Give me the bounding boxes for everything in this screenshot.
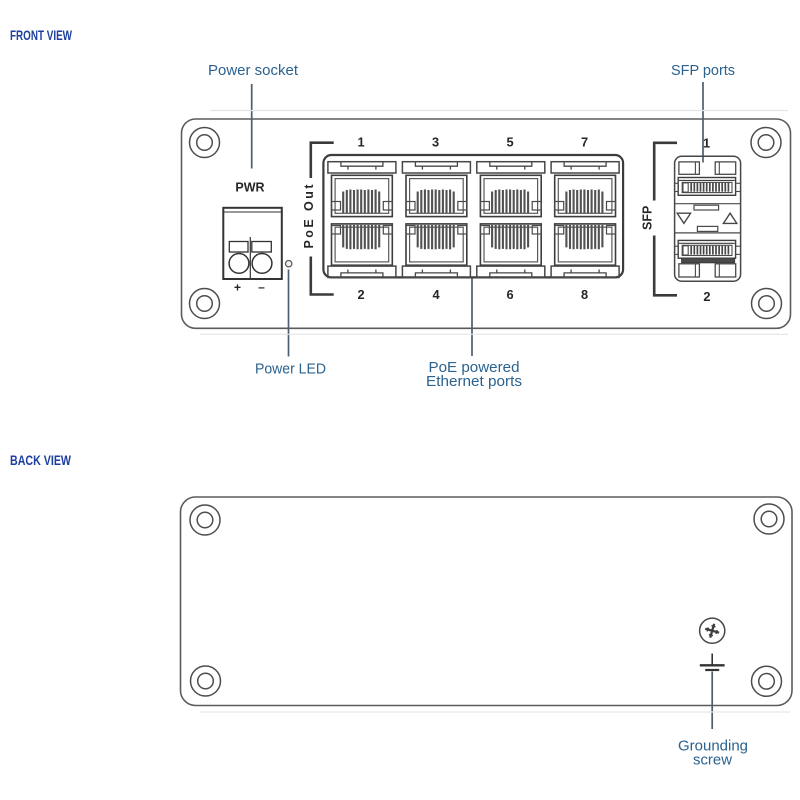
svg-text:7: 7	[581, 135, 588, 150]
svg-text:PoE powered: PoE powered	[429, 360, 520, 376]
svg-text:BACK VIEW: BACK VIEW	[10, 452, 72, 468]
svg-text:Ethernet ports: Ethernet ports	[426, 374, 522, 390]
svg-text:6: 6	[506, 287, 513, 302]
svg-text:5: 5	[506, 135, 513, 150]
svg-text:+: +	[234, 281, 241, 295]
svg-text:1: 1	[703, 136, 710, 151]
svg-text:2: 2	[357, 287, 364, 302]
svg-text:SFP ports: SFP ports	[671, 63, 735, 79]
svg-text:2: 2	[703, 289, 710, 304]
svg-text:PWR: PWR	[235, 180, 264, 194]
svg-text:4: 4	[432, 287, 440, 302]
svg-text:3: 3	[432, 135, 439, 150]
svg-text:1: 1	[357, 135, 364, 150]
svg-text:FRONT VIEW: FRONT VIEW	[10, 27, 73, 43]
svg-text:Power socket: Power socket	[208, 63, 298, 79]
svg-text:8: 8	[581, 287, 588, 302]
svg-text:screw: screw	[693, 753, 733, 769]
svg-text:Grounding: Grounding	[678, 739, 748, 755]
svg-text:PoE Out: PoE Out	[302, 184, 316, 249]
svg-text:Power LED: Power LED	[255, 362, 326, 378]
svg-text:SFP: SFP	[640, 206, 654, 230]
svg-text:–: –	[258, 280, 265, 294]
